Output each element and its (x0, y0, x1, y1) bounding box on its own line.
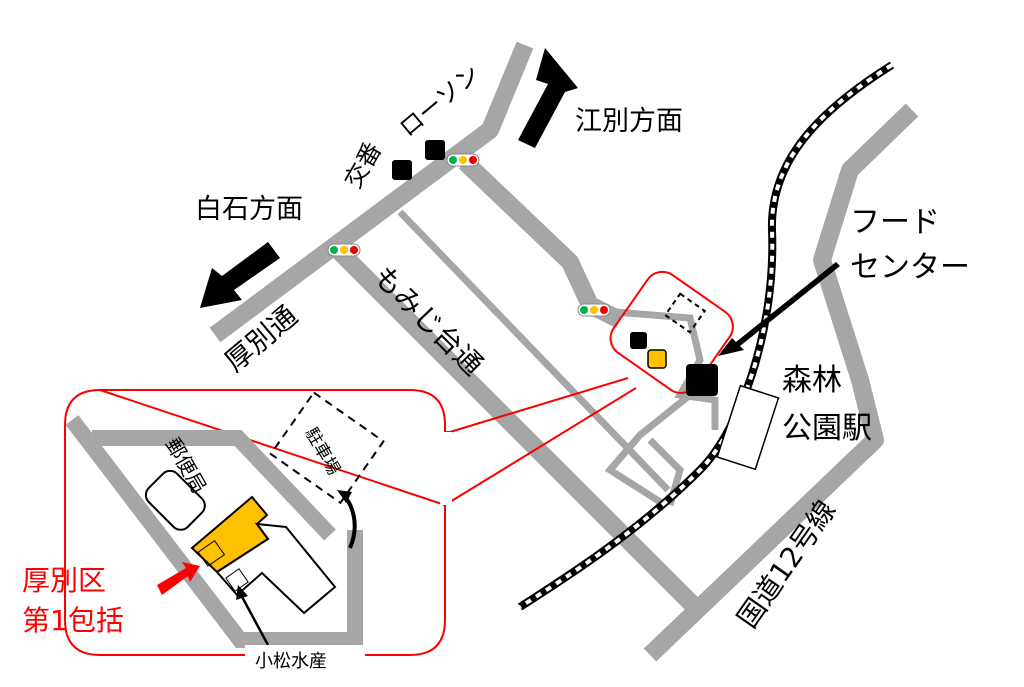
label-target-1: 厚別区 (22, 564, 106, 597)
food-center-arrow-icon (718, 262, 840, 356)
highlight-zone (609, 270, 734, 394)
label-momijidai-dori: もみじ台通 (367, 260, 489, 382)
road-momijidai (331, 243, 707, 619)
road-atsubetsu (209, 41, 534, 343)
label-lawson: ローソン (394, 59, 486, 142)
label-ebetsu: 江別方面 (575, 106, 683, 137)
label-shiroishi: 白石方面 (195, 194, 303, 225)
label-target-2: 第1包括 (22, 604, 124, 637)
food-center-marker (686, 364, 718, 396)
label-food-center-1: フード (850, 205, 940, 240)
target-arrow-icon (157, 562, 200, 595)
roads (209, 41, 919, 662)
inset-roads (65, 415, 363, 648)
traffic-light-icon (446, 153, 480, 167)
station-building (716, 384, 780, 471)
koban-marker (392, 160, 412, 180)
road-route12 (643, 103, 919, 662)
label-food-center-2: センター (850, 250, 970, 285)
neighbor-building (215, 522, 337, 615)
label-komatsu: 小松水産 (255, 651, 327, 672)
building-marker (630, 332, 647, 349)
road-side (458, 155, 625, 329)
traffic-light-icon (327, 243, 361, 257)
label-station-1: 森林 (782, 363, 842, 398)
post-office-building (144, 469, 206, 531)
target-marker (647, 349, 667, 369)
arrow-ebetsu-icon (518, 48, 578, 148)
railway (517, 61, 895, 611)
lawson-marker (425, 140, 445, 160)
traffic-light-icon (577, 303, 611, 317)
label-koban: 交番 (339, 137, 387, 193)
parking-area (269, 391, 385, 505)
arrow-shiroishi-icon (200, 242, 280, 308)
label-station-2: 公園駅 (782, 411, 872, 446)
